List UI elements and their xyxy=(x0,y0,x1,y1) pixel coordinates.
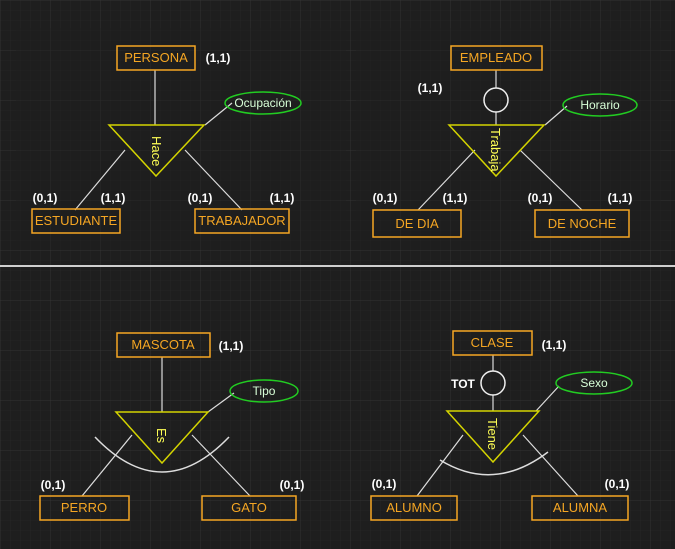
relation-hace-label: Hace xyxy=(149,136,164,166)
relation-tiene[interactable] xyxy=(445,410,541,464)
line-relation-left xyxy=(81,434,133,497)
cardinality-de-dia-min: (0,1) xyxy=(373,191,398,205)
attribute-horario-label: Horario xyxy=(580,98,620,112)
attribute-horario[interactable] xyxy=(562,93,638,117)
line-relation-left xyxy=(74,149,126,211)
relation-hace[interactable] xyxy=(107,124,206,178)
attribute-ocupacion-label: Ocupación xyxy=(234,96,291,110)
cardinality-estudiante-max: (1,1) xyxy=(101,191,126,205)
attribute-sexo-label: Sexo xyxy=(580,376,608,390)
panel-top-right xyxy=(356,28,661,250)
line-relation-attribute xyxy=(535,385,560,412)
entity-alumna[interactable] xyxy=(531,495,629,521)
disjoint-arc-mascota xyxy=(94,436,230,473)
attribute-tipo-label: Tipo xyxy=(253,384,276,398)
relation-es[interactable] xyxy=(114,411,210,465)
entity-persona-label: PERSONA xyxy=(124,50,188,65)
entity-estudiante-label: ESTUDIANTE xyxy=(35,213,118,228)
entity-clase[interactable] xyxy=(452,330,533,356)
entity-de-noche[interactable] xyxy=(534,209,630,238)
entity-de-dia[interactable] xyxy=(372,209,462,238)
line-relation-right xyxy=(191,434,251,497)
entity-trabajador[interactable] xyxy=(194,208,290,234)
line-relation-left xyxy=(416,434,464,497)
cardinality-alumna: (0,1) xyxy=(605,477,630,491)
cardinality-clase: (1,1) xyxy=(542,338,567,352)
entity-alumno[interactable] xyxy=(370,495,458,521)
cardinality-de-noche-min: (0,1) xyxy=(528,191,553,205)
cardinality-trabajador-max: (1,1) xyxy=(270,191,295,205)
entity-de-dia-label: DE DIA xyxy=(395,216,439,231)
line-relation-left xyxy=(417,149,476,211)
entity-perro-label: PERRO xyxy=(61,500,107,515)
entity-mascota[interactable] xyxy=(116,332,211,358)
attribute-ocupacion[interactable] xyxy=(224,91,302,115)
line-relation-right xyxy=(519,149,583,211)
disjoint-arc-clase xyxy=(439,451,549,476)
line-relation-attribute xyxy=(207,392,235,413)
line-relation-attribute xyxy=(544,105,568,126)
line-relation-right xyxy=(184,149,243,211)
total-label-clase: TOT xyxy=(451,377,475,391)
entity-mascota-label: MASCOTA xyxy=(131,337,195,352)
entity-clase-label: CLASE xyxy=(471,335,514,350)
cardinality-gato: (0,1) xyxy=(280,478,305,492)
entity-empleado[interactable] xyxy=(450,45,543,71)
attribute-sexo[interactable] xyxy=(555,371,633,395)
cardinality-perro: (0,1) xyxy=(41,478,66,492)
cardinality-empleado: (1,1) xyxy=(418,81,443,95)
relation-es-label: Es xyxy=(154,428,169,444)
entity-perro[interactable] xyxy=(39,495,130,521)
entity-persona[interactable] xyxy=(116,45,196,71)
entity-de-noche-label: DE NOCHE xyxy=(548,216,617,231)
diagram-persona: PERSONA (1,1) Hace Ocupación ESTUDIANTE … xyxy=(31,45,302,234)
attribute-tipo[interactable] xyxy=(229,379,299,403)
total-circle-clase xyxy=(480,370,506,396)
entity-trabajador-label: TRABAJADOR xyxy=(198,213,285,228)
relation-trabaja-label: Trabaja xyxy=(488,128,503,172)
cardinality-estudiante-min: (0,1) xyxy=(33,191,58,205)
cardinality-mascota: (1,1) xyxy=(219,339,244,353)
relation-tiene-label: Tiene xyxy=(485,418,500,450)
total-circle-empleado xyxy=(483,87,509,113)
cardinality-de-dia-max: (1,1) xyxy=(443,191,468,205)
diagram-mascota: MASCOTA (1,1) Es Tipo PERRO GATO (0,1) (… xyxy=(39,332,305,521)
diagram-clase: CLASE (1,1) TOT Tiene Sexo ALUMNO ALUMNA… xyxy=(370,330,633,521)
cardinality-de-noche-max: (1,1) xyxy=(608,191,633,205)
entity-empleado-label: EMPLEADO xyxy=(460,50,532,65)
cardinality-trabajador-min: (0,1) xyxy=(188,191,213,205)
entity-gato[interactable] xyxy=(201,495,297,521)
diagram-empleado: EMPLEADO (1,1) Trabaja Horario DE DIA DE… xyxy=(372,45,638,238)
entity-alumna-label: ALUMNA xyxy=(553,500,608,515)
relation-trabaja[interactable] xyxy=(447,124,546,178)
panel-top-left xyxy=(16,28,346,250)
entity-gato-label: GATO xyxy=(231,500,267,515)
line-relation-right xyxy=(522,434,579,497)
entity-alumno-label: ALUMNO xyxy=(386,500,442,515)
cardinality-alumno: (0,1) xyxy=(372,477,397,491)
cardinality-persona: (1,1) xyxy=(206,51,231,65)
entity-estudiante[interactable] xyxy=(31,208,121,234)
